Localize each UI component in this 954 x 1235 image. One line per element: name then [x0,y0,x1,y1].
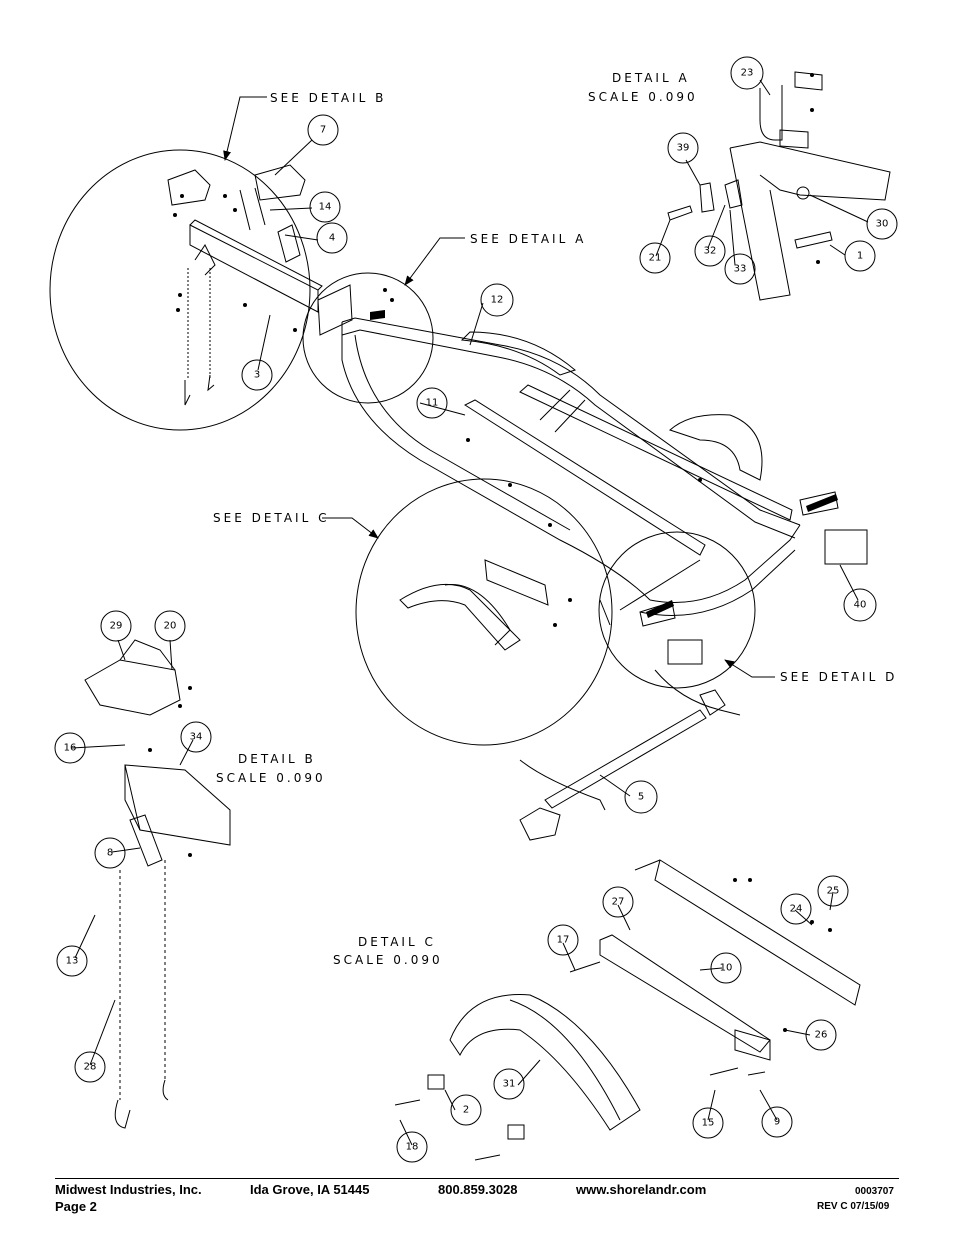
detail-c-scale: SCALE 0.090 [333,953,443,967]
detail-c-view [399,491,868,665]
detail-c-circle [355,478,613,746]
balloon-14: 14 [319,202,332,213]
footer-doc-number: 0003707 [855,1186,894,1197]
see-detail-b-label: SEE DETAIL B [270,91,386,105]
balloon-29: 29 [110,621,123,632]
footer-website[interactable]: www.shorelandr.com [576,1182,707,1197]
axle-assembly [519,669,741,841]
balloon-8: 8 [107,848,113,859]
detail-d-circle [598,531,756,689]
detail-c-title: DETAIL C [358,935,436,949]
balloon-15: 15 [702,1118,715,1129]
detail-b-scale: SCALE 0.090 [216,771,326,785]
footer-phone: 800.859.3028 [438,1182,518,1197]
balloon-5: 5 [638,792,644,803]
balloon-numbers: 7 14 4 3 12 11 40 5 23 39 21 32 33 30 1 … [64,68,889,1153]
rubber-pads [370,310,838,618]
balloon-13: 13 [66,956,79,967]
balloon-11: 11 [426,398,439,409]
detail-b-circle [49,149,311,431]
footer-rule [55,1178,899,1179]
balloon-21: 21 [649,253,662,264]
balloon-34: 34 [190,732,203,743]
balloon-23: 23 [741,68,754,79]
balloon-7: 7 [320,125,326,136]
footer-page: Page 2 [55,1199,97,1214]
footer-company: Midwest Industries, Inc. [55,1182,202,1197]
detail-a-circle [302,272,434,404]
detail-b-title: DETAIL B [238,752,316,766]
hardware-dots [148,73,832,1032]
balloon-30: 30 [876,219,889,230]
trailer-frame [317,284,801,626]
balloon-12: 12 [491,295,504,306]
detail-b-view [167,164,323,406]
see-detail-a-label: SEE DETAIL A [470,232,586,246]
see-detail-d-label: SEE DETAIL D [780,670,897,684]
footer-location: Ida Grove, IA 51445 [250,1182,370,1197]
detail-a-title: DETAIL A [612,71,690,85]
balloon-25: 25 [827,886,840,897]
balloon-4: 4 [329,233,335,244]
balloon-17: 17 [557,935,570,946]
balloon-10: 10 [720,963,733,974]
detail-a-view [667,71,891,301]
balloon-20: 20 [164,621,177,632]
balloon-31: 31 [503,1079,516,1090]
balloon-16: 16 [64,743,77,754]
balloon-1: 1 [857,251,863,262]
balloon-39: 39 [677,143,690,154]
balloon-28: 28 [84,1062,97,1073]
balloon-3: 3 [254,370,260,381]
detail-a-scale: SCALE 0.090 [588,90,698,104]
detail-c-detail-view [394,859,861,1161]
see-detail-c-label: SEE DETAIL C [213,511,329,525]
balloon-33: 33 [734,264,747,275]
balloon-27: 27 [612,897,625,908]
balloon-40: 40 [854,600,867,611]
balloon-32: 32 [704,246,717,257]
balloon-26: 26 [815,1030,828,1041]
balloon-24: 24 [790,904,803,915]
balloon-18: 18 [406,1142,419,1153]
balloon-9: 9 [774,1117,780,1128]
detail-b-detail-view [84,639,231,1129]
balloon-2: 2 [463,1105,469,1116]
footer-revision: REV C 07/15/09 [817,1201,890,1212]
